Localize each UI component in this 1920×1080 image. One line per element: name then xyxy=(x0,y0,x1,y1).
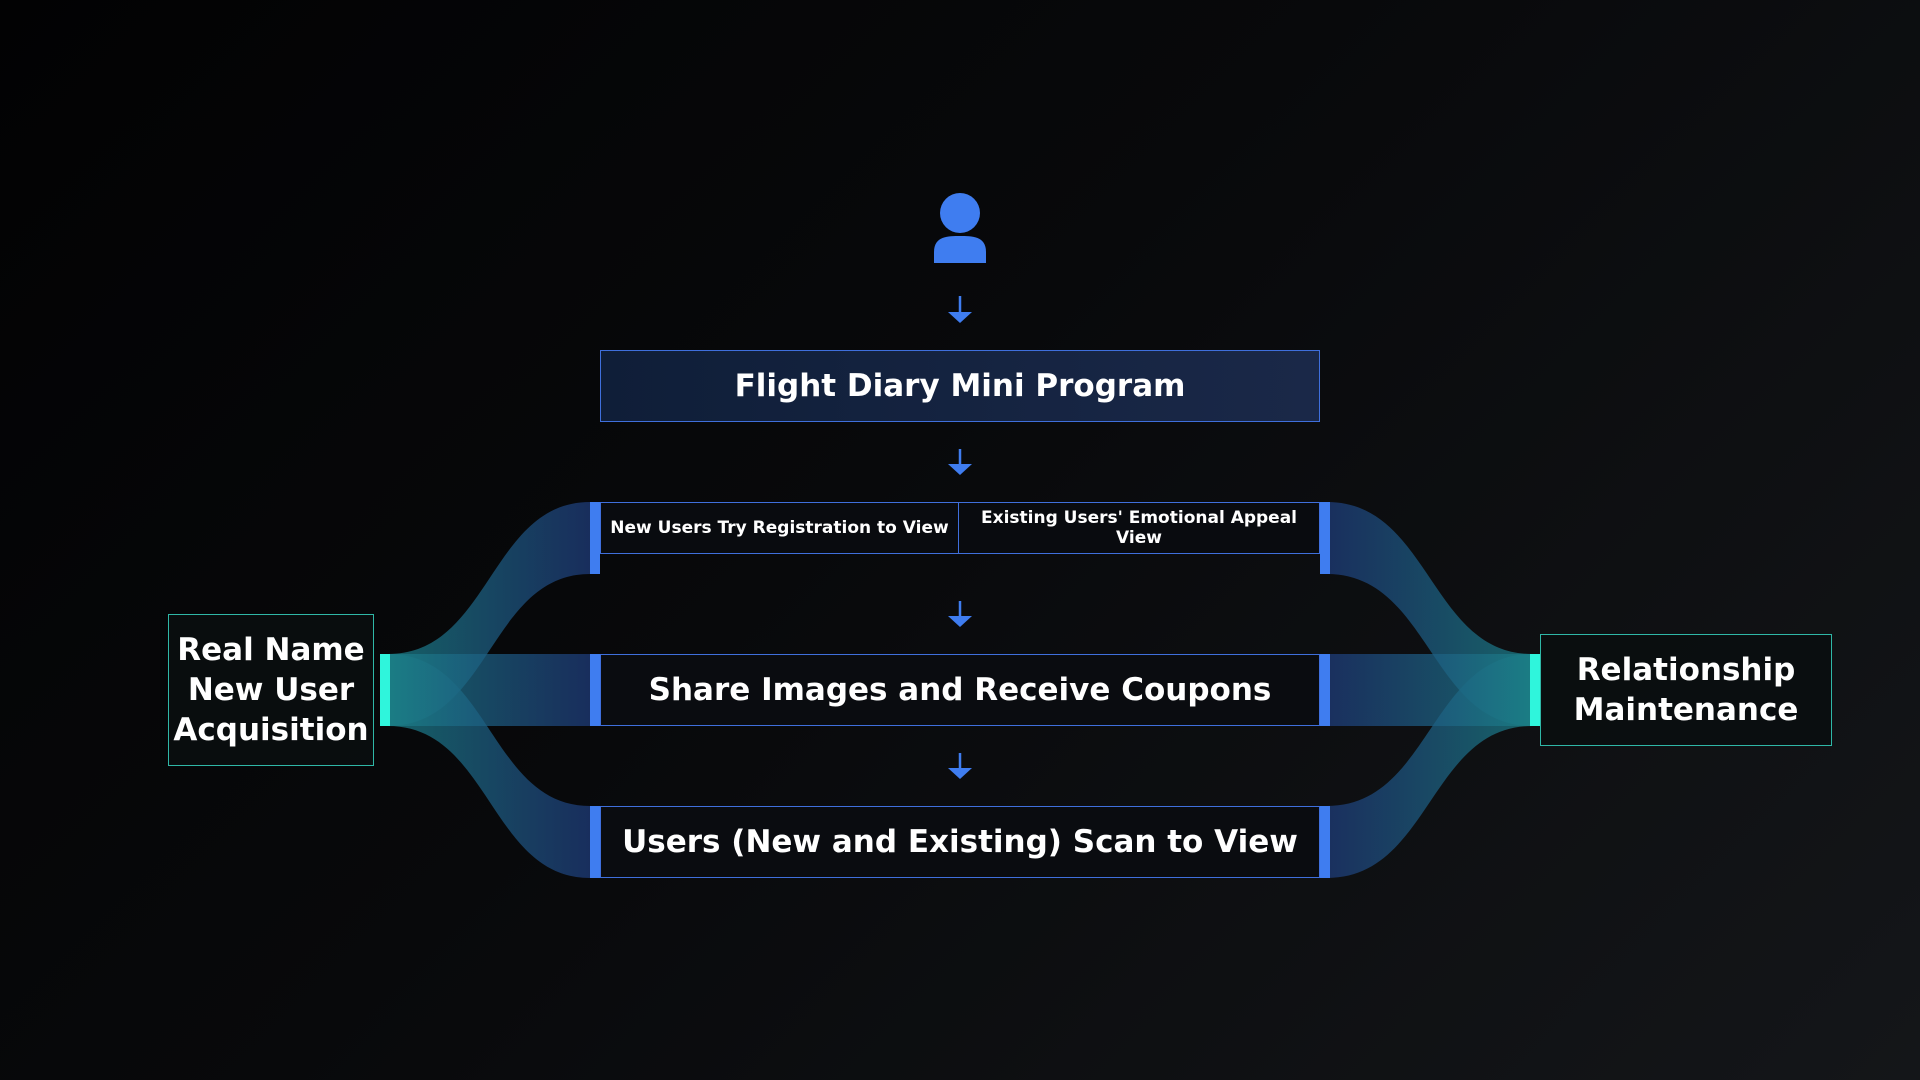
split-view-left-box: New Users Try Registration to View xyxy=(600,502,959,554)
scan-to-view-box: Users (New and Existing) Scan to View xyxy=(600,806,1320,878)
left-node-line-1: Real Name xyxy=(177,632,365,668)
left-node-line-2: New User xyxy=(187,672,355,708)
left-node-line-3: Acquisition xyxy=(173,712,369,748)
mini-program-title: Flight Diary Mini Program xyxy=(734,368,1186,404)
mini-program-box: Flight Diary Mini Program xyxy=(600,350,1320,422)
left-connectors xyxy=(388,502,590,878)
arrow-down-icon xyxy=(948,601,972,627)
scan-to-view-label: Users (New and Existing) Scan to View xyxy=(622,824,1298,860)
right-node-line-2: Maintenance xyxy=(1573,692,1799,728)
real-name-acquisition-node: Real Name New User Acquisition xyxy=(168,614,374,766)
stage-accent-bars xyxy=(590,502,1330,878)
accent-bar-split-right xyxy=(1320,502,1330,574)
left-connector-bottom xyxy=(388,654,590,878)
left-node-accent-bar xyxy=(380,654,390,726)
accent-bar-bottom-right xyxy=(1320,806,1330,878)
right-connectors xyxy=(1327,502,1532,878)
existing-users-view-label: Existing Users' Emotional Appeal View xyxy=(980,508,1298,548)
right-connector-bottom xyxy=(1327,654,1532,878)
relationship-maintenance-node: Relationship Maintenance xyxy=(1540,634,1832,746)
right-node-line-1: Relationship xyxy=(1576,652,1796,688)
accent-bar-split-left xyxy=(590,502,600,574)
accent-bar-middle-left xyxy=(590,654,600,726)
share-images-box: Share Images and Receive Coupons xyxy=(600,654,1320,726)
arrow-down-icon xyxy=(948,753,972,779)
new-users-view-label: New Users Try Registration to View xyxy=(610,518,949,538)
arrow-down-icon xyxy=(948,449,972,475)
user-icon xyxy=(934,193,986,263)
accent-bar-middle-right xyxy=(1320,654,1330,726)
share-images-label: Share Images and Receive Coupons xyxy=(648,672,1272,708)
right-node-accent-bar xyxy=(1530,654,1540,726)
split-view-right-box: Existing Users' Emotional Appeal View xyxy=(958,502,1320,554)
accent-bar-bottom-left xyxy=(590,806,600,878)
arrow-down-icon xyxy=(948,296,972,323)
